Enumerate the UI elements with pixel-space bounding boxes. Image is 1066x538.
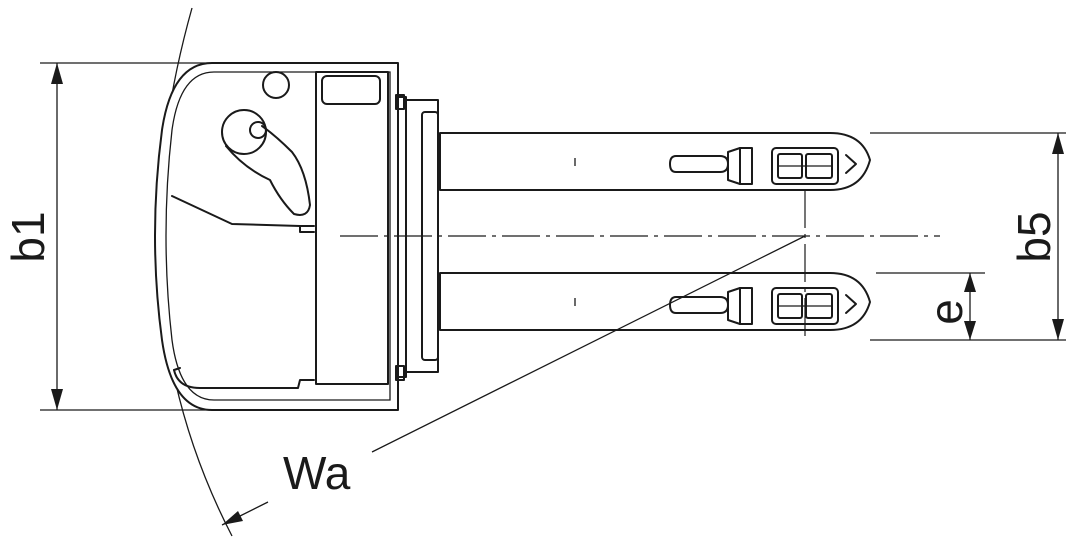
b5-label: b5 [1008, 211, 1060, 262]
wa-label: Wa [283, 447, 351, 499]
tiller-handle [221, 109, 311, 216]
upper-fork [439, 132, 871, 191]
dial-circle [262, 71, 290, 99]
b1-label: b1 [2, 211, 54, 262]
load-backrest [395, 94, 439, 381]
e-dimension [876, 272, 985, 340]
wa-dimension [221, 235, 806, 526]
b5-dimension [870, 132, 1066, 341]
b1-dimension [40, 62, 210, 411]
e-label: e [920, 299, 972, 325]
truck-body [154, 62, 399, 411]
